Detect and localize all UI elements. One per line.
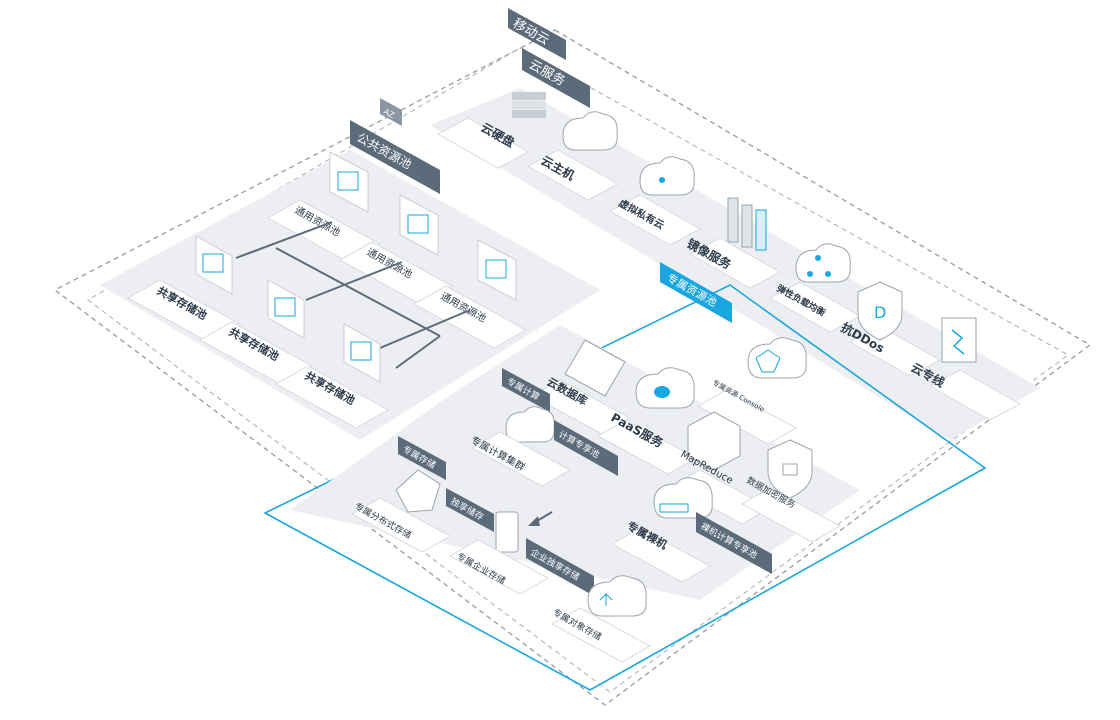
pool-icon [337,171,359,191]
storage-icon [350,341,372,361]
service-load-balancer: 弹性负载均衡 [768,243,862,333]
diamond-cloud-icon [747,337,807,379]
az-tag: AZ [380,98,402,126]
hexagon-icon [687,411,741,471]
image-books-icon [727,197,739,243]
storage-icon [274,297,296,317]
hexagon-stack-icon [564,339,626,397]
pool-icon [407,214,429,234]
load-balancer-icon [795,243,851,283]
general-pool-2: 通用资源池 [338,194,454,305]
shield-d-icon [857,281,903,341]
lock-shield-icon [767,439,813,499]
cloud-host-icon [562,111,618,151]
cloud-services-label: 云服务 [526,57,568,90]
public-pool-platform [100,150,600,440]
object-storage-icon [587,575,647,617]
public-pool-connectors [235,221,471,369]
mobile-cloud-boundary [53,29,1092,706]
hard-disk-stack-icon [512,92,546,100]
bare-metal-icon [653,477,713,519]
mobile-cloud-tag: 移动云 [508,8,566,60]
storage-icon [202,253,224,273]
vpc-cloud-icon [639,156,695,196]
enterprise-storage-icon [495,511,519,553]
service-cloud-host: 云主机 [526,111,620,201]
distributed-storage-icon [395,469,441,513]
pool-icon [485,259,507,279]
service-vpc: 虚拟私有云 [608,156,702,246]
svg-text:D: D [874,303,886,322]
